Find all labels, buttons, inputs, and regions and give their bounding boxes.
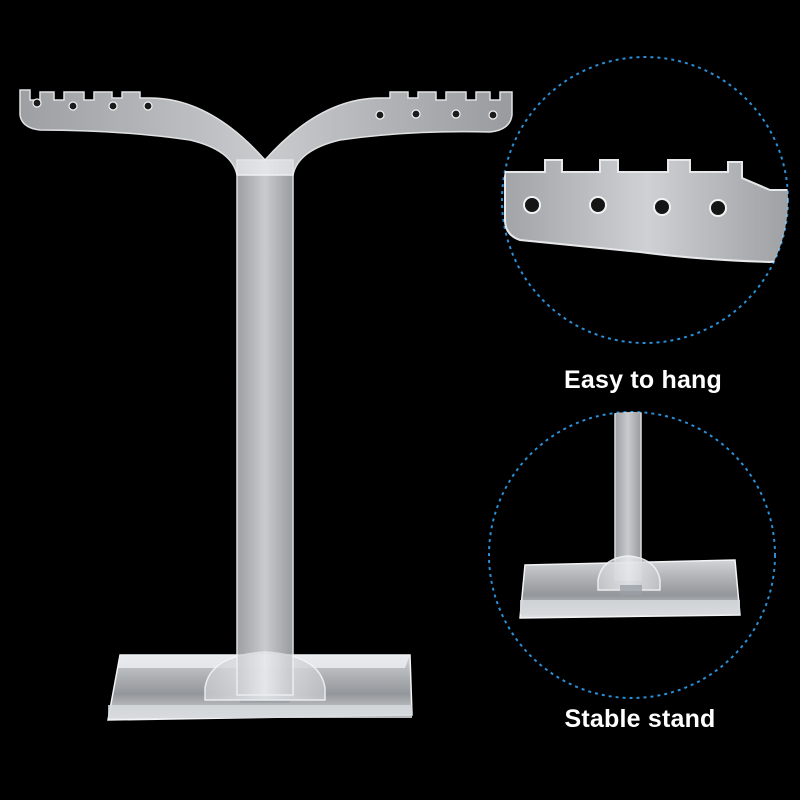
hanging-holes-right — [375, 109, 498, 120]
hanging-holes-closeup-icon — [504, 159, 788, 264]
detail-circle-bottom — [488, 411, 776, 699]
stand-arms — [19, 89, 513, 176]
base-closeup-icon — [519, 412, 741, 619]
hanging-holes-left — [32, 98, 153, 111]
caption-stable-stand: Stable stand — [564, 705, 716, 733]
stand-pillar — [236, 159, 294, 696]
caption-easy-to-hang: Easy to hang — [564, 366, 722, 394]
earring-stand — [19, 89, 513, 721]
detail-circle-top — [501, 56, 789, 344]
